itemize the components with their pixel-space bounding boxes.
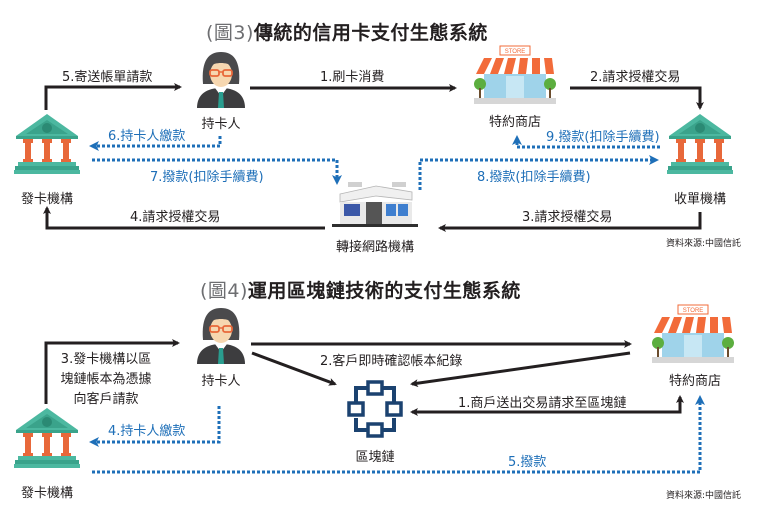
fig3-cardholder-icon (193, 50, 249, 112)
fig3-merchant-label: 特約商店 (488, 115, 541, 130)
fig3-arrow-4 (43, 206, 325, 230)
fig3-flow-7-label: 7.撥款(扣除手續費) (150, 170, 264, 185)
fig3-flow-6-label: 6.持卡人繳款 (108, 129, 186, 144)
fig3-arrow-9 (512, 135, 660, 149)
fig3-flow-9-label: 9.撥款(扣除手續費) (546, 130, 660, 145)
fig4-store-icon: STORE (648, 303, 738, 369)
fig3-source-note: 資料來源:中國信託 (666, 239, 742, 249)
fig3-arrow-8 (418, 155, 659, 190)
fig4-flow-5-label: 5.撥款 (508, 455, 547, 470)
fig3-flow-1-label: 1.刷卡消費 (320, 70, 385, 85)
fig4-blockchain-label: 區塊鏈 (355, 450, 395, 465)
fig3-flow-5-label: 5.寄送帳單請款 (62, 70, 153, 85)
fig4-arrow-4 (89, 406, 221, 447)
svg-text:STORE: STORE (683, 308, 704, 314)
fig3-flow-2-label: 2.請求授權交易 (590, 70, 681, 85)
fig3-arrow-6 (89, 136, 222, 151)
fig4-flow-4-label: 4.持卡人繳款 (108, 424, 186, 439)
svg-text:STORE: STORE (505, 49, 526, 55)
fig4-flow-2-label: 2.客戶即時確認帳本紀錄 (320, 354, 463, 369)
fig3-issuer-label: 發卡機構 (20, 192, 73, 207)
fig3-acquirer-bank-icon (667, 112, 733, 180)
fig4-title-prefix: (圖4) (200, 280, 248, 302)
fig3-store-icon: STORE (470, 44, 560, 110)
fig3-cardholder-label: 持卡人 (201, 117, 241, 132)
fig4-arrow-2b (410, 351, 631, 388)
fig4-merchant-label: 特約商店 (668, 374, 721, 389)
fig3-flow-3-label: 3.請求授權交易 (522, 210, 613, 225)
fig4-title-text: 運用區塊鏈技術的支付生態系統 (247, 280, 521, 302)
fig4-arrow-3 (44, 339, 180, 404)
fig3-acquirer-label: 收單機構 (673, 192, 726, 207)
fig4-source-note: 資料來源:中國信託 (666, 491, 742, 501)
fig4-arrow-2a (251, 351, 337, 386)
fig4-flow-3-line-3: 向客戶請款 (73, 392, 139, 407)
fig4-flow-1-label: 1.商戶送出交易請求至區塊鏈 (458, 396, 627, 411)
fig4-arrow-5 (92, 395, 705, 474)
fig3-title-prefix: (圖3) (206, 22, 254, 44)
fig4-title: (圖4)運用區塊鏈技術的支付生態系統 (200, 276, 521, 303)
fig3-issuer-bank-icon (14, 112, 80, 180)
fig4-issuer-bank-icon (14, 406, 80, 474)
fig4-issuer-label: 發卡機構 (20, 486, 73, 501)
fig3-title-text: 傳統的信用卡支付生態系統 (253, 22, 488, 44)
fig3-flow-8-label: 8.撥款(扣除手續費) (477, 170, 591, 185)
fig4-cardholder-label: 持卡人 (201, 374, 241, 389)
fig3-network-building-icon (332, 178, 418, 238)
fig3-arrow-5 (44, 83, 182, 110)
fig4-cardholder-icon (193, 306, 249, 368)
fig3-title: (圖3)傳統的信用卡支付生態系統 (206, 18, 488, 45)
fig3-arrow-3 (438, 212, 702, 232)
fig4-flow-3-line-2: 塊鏈帳本為憑據 (60, 372, 152, 387)
fig3-network-label: 轉接網路機構 (335, 240, 414, 255)
fig3-flow-4-label: 4.請求授權交易 (130, 210, 221, 225)
fig4-flow-3-line-1: 3.發卡機構以區 (60, 352, 152, 367)
fig4-flow-3-label: 3.發卡機構以區 塊鏈帳本為憑據 向客戶請款 (56, 350, 156, 410)
fig3-arrow-2 (570, 86, 704, 110)
fig4-blockchain-icon (342, 380, 408, 444)
fig3-arrow-7 (92, 158, 342, 185)
